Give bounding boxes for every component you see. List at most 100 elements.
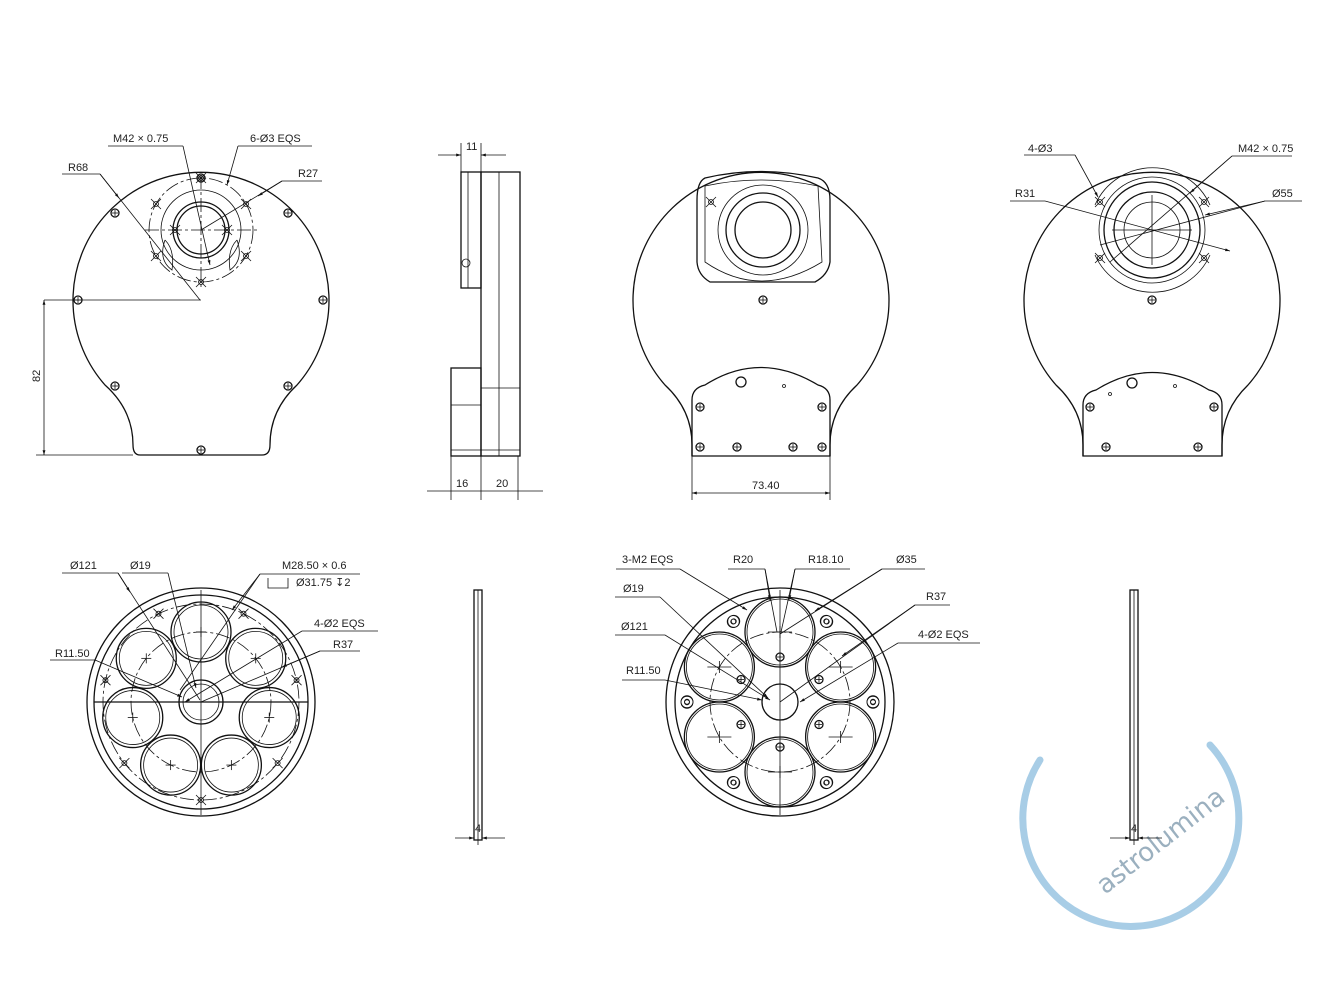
screw-icon bbox=[196, 445, 206, 455]
filter-slot bbox=[102, 686, 164, 749]
hole-icon bbox=[238, 608, 249, 619]
screw-icon bbox=[788, 442, 798, 452]
hole-icon bbox=[119, 757, 130, 769]
label-inner-radius: R27 bbox=[298, 168, 318, 180]
hub-screw-icon bbox=[775, 652, 785, 662]
label-hub-radius: R11.50 bbox=[626, 665, 661, 677]
screw-icon bbox=[283, 208, 293, 218]
hub-screw-icon bbox=[814, 719, 824, 730]
label-filter-diameter: Ø35 bbox=[896, 554, 917, 566]
hole-icon bbox=[1198, 252, 1210, 264]
label-outer-radius: R68 bbox=[68, 162, 88, 174]
mount-lobe-icon bbox=[820, 615, 834, 629]
hole-icon bbox=[195, 172, 207, 184]
screw-icon bbox=[318, 295, 328, 305]
rear-mount-view: 4-Ø3 M42 × 0.75 R31 Ø55 bbox=[1010, 143, 1302, 457]
screw-icon bbox=[758, 295, 768, 305]
mount-lobe-icon bbox=[680, 695, 694, 709]
watermark-arc bbox=[1019, 741, 1243, 930]
screw-icon bbox=[695, 442, 705, 452]
filter-slot bbox=[683, 701, 756, 773]
screw-icon bbox=[695, 402, 705, 412]
label-radius-a: R20 bbox=[733, 554, 753, 566]
filter-slot bbox=[225, 627, 287, 690]
mount-lobe-icon bbox=[726, 775, 740, 789]
screw-icon bbox=[283, 381, 293, 391]
dim-bottom-left: 16 bbox=[456, 478, 468, 490]
label-pitch-radius: R37 bbox=[926, 591, 946, 603]
mount-lobe-icon bbox=[819, 776, 833, 790]
hole-icon bbox=[240, 250, 252, 262]
mount-lobe-icon bbox=[866, 695, 880, 709]
dim-height: 82 bbox=[31, 370, 43, 382]
mount-lobe-icon bbox=[726, 615, 740, 629]
filter-slot bbox=[804, 631, 877, 703]
screw-icon bbox=[73, 295, 83, 305]
label-screws: 3-M2 EQS bbox=[622, 554, 673, 566]
hole-icon bbox=[150, 198, 162, 210]
screw-icon bbox=[110, 208, 120, 218]
hole-icon bbox=[221, 224, 233, 236]
label-pitch-radius: R37 bbox=[333, 639, 353, 651]
dim-plate-width: 73.40 bbox=[752, 480, 780, 492]
hole-icon bbox=[291, 674, 302, 686]
hub-screw-icon bbox=[736, 719, 746, 730]
label-holes: 4-Ø2 EQS bbox=[918, 629, 969, 641]
hole-icon bbox=[272, 757, 283, 769]
label-hub-diameter: Ø19 bbox=[623, 583, 644, 595]
filter-slot bbox=[200, 734, 263, 796]
filter-slot bbox=[238, 686, 300, 749]
mount-lobe-icon bbox=[866, 695, 880, 709]
label-outer-diameter: Ø121 bbox=[621, 621, 648, 633]
screw-icon bbox=[1085, 402, 1095, 412]
side-view: 11 16 20 bbox=[427, 141, 543, 500]
dim-bottom-right: 20 bbox=[496, 478, 508, 490]
mount-lobe-icon bbox=[680, 695, 694, 709]
hub-screw-icon bbox=[775, 742, 785, 752]
label-holes: 4-Ø2 EQS bbox=[314, 618, 365, 630]
screw-icon bbox=[817, 402, 827, 412]
hole-icon bbox=[705, 196, 717, 208]
screw-icon bbox=[110, 381, 120, 391]
screw-icon bbox=[1101, 442, 1111, 452]
label-holes: 6-Ø3 EQS bbox=[250, 133, 301, 145]
filter-slot bbox=[170, 601, 232, 663]
hole-icon bbox=[195, 276, 207, 288]
label-filter-thread: M28.50 × 0.6 bbox=[282, 560, 347, 572]
filter-slot bbox=[804, 701, 877, 773]
filter-wheel-right: 3-M2 EQS R20 R18.10 Ø35 Ø19 R37 Ø121 4-Ø… bbox=[615, 554, 980, 817]
hub-screw-icon bbox=[814, 674, 824, 685]
hole-icon bbox=[195, 794, 207, 806]
label-holes: 4-Ø3 bbox=[1028, 143, 1052, 155]
label-outer-diameter: Ø121 bbox=[70, 560, 97, 572]
label-hub-radius: R11.50 bbox=[55, 648, 90, 660]
filter-slot bbox=[744, 736, 816, 808]
hole-icon bbox=[153, 608, 164, 619]
back-view: 73.40 bbox=[632, 170, 890, 500]
screw-icon bbox=[1147, 295, 1157, 305]
label-radius-b: R18.10 bbox=[808, 554, 843, 566]
filter-slot bbox=[683, 631, 756, 703]
hole-icon bbox=[1198, 196, 1210, 208]
screw-icon bbox=[1193, 442, 1203, 452]
dim-thickness-right: 4 bbox=[1131, 823, 1137, 835]
label-counterbore: Ø31.75 ↧2 bbox=[296, 577, 350, 589]
screw-icon bbox=[1209, 402, 1219, 412]
dim-top-width: 11 bbox=[466, 141, 477, 153]
watermark-text: astrolumina bbox=[1091, 782, 1231, 901]
hole-icon bbox=[240, 198, 252, 210]
front-view: 82 M42 × 0.75 6-Ø3 EQS R68 R27 bbox=[31, 133, 330, 456]
plate-side-left: 4 bbox=[455, 589, 505, 845]
filter-slot bbox=[115, 627, 177, 690]
screw-icon bbox=[732, 442, 742, 452]
label-thread: M42 × 0.75 bbox=[113, 133, 168, 145]
screw-icon bbox=[817, 442, 827, 452]
hole-icon bbox=[1094, 252, 1106, 264]
label-hub-diameter: Ø19 bbox=[130, 560, 151, 572]
hole-icon bbox=[169, 224, 181, 236]
plate-side-right: 4 bbox=[1110, 589, 1162, 845]
filter-slot bbox=[744, 596, 816, 668]
dim-thickness-left: 4 bbox=[475, 823, 481, 835]
